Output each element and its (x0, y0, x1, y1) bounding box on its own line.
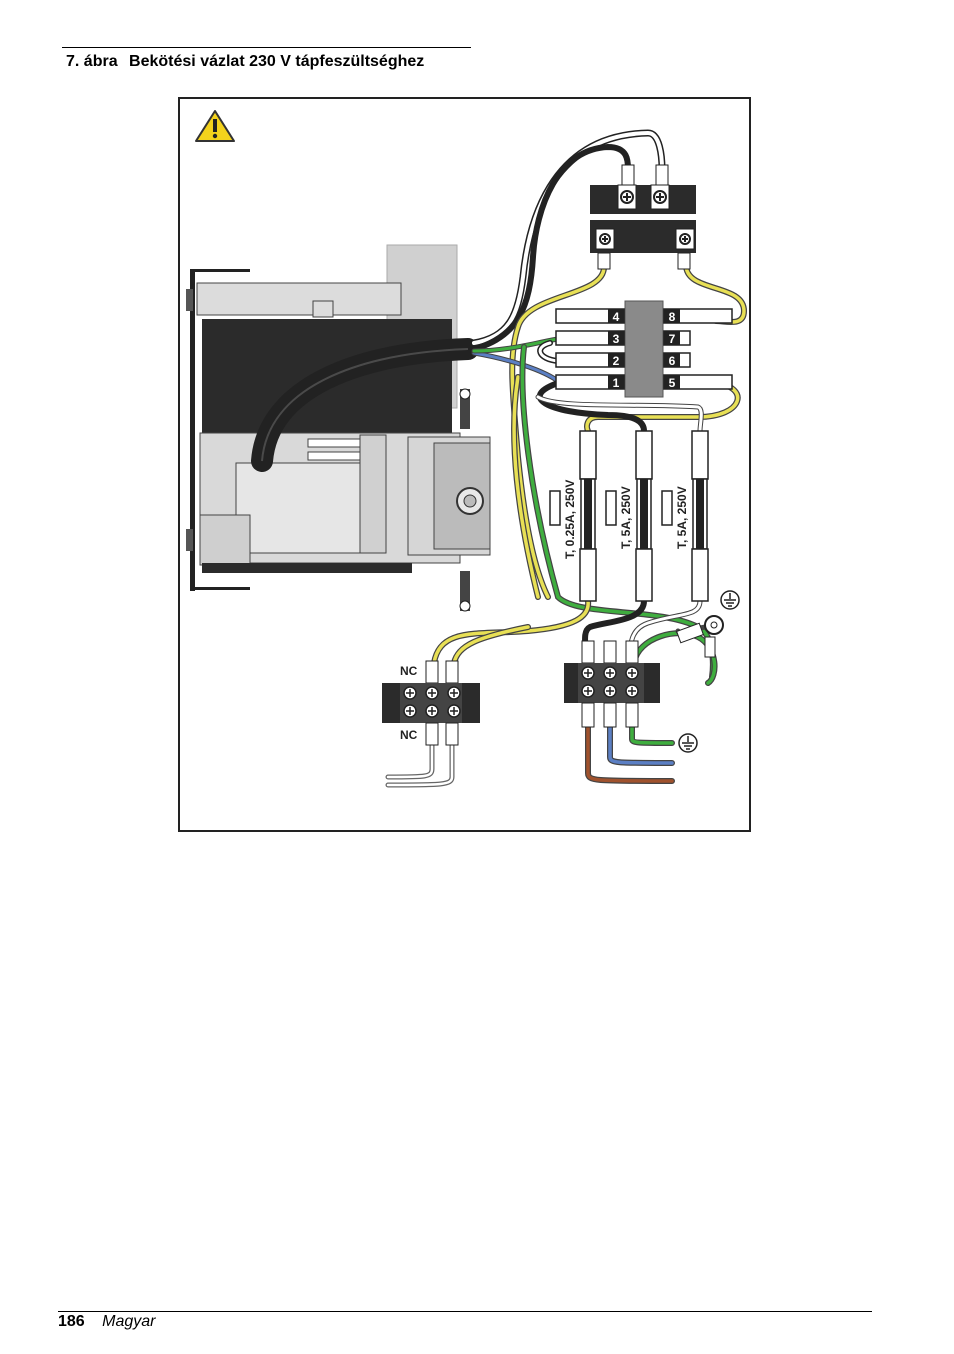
terminal-label: 4 (613, 310, 620, 324)
fuse-2: T, 5A, 250V (605, 430, 653, 602)
terminal-label: 3 (613, 332, 620, 346)
relay-label-top: NC (400, 664, 418, 678)
page-number: 186 (58, 1313, 85, 1330)
terminal-label: 6 (669, 354, 676, 368)
terminal-label: 7 (669, 332, 676, 346)
transformer-terminals-right: 8 7 6 5 (663, 308, 733, 390)
ground-symbol-icon (720, 590, 740, 610)
device-enclosure (186, 244, 491, 612)
fuse-rating-label: T, 5A, 250V (675, 486, 689, 549)
figure-title: Bekötési vázlat 230 V tápfeszültséghez (129, 53, 425, 70)
fuse-rating-label: T, 5A, 250V (619, 486, 633, 549)
terminal-label: 5 (669, 376, 676, 390)
top-switch-block (590, 164, 696, 270)
relay-terminal-block: NC NC (382, 660, 480, 746)
fuse-holders: T, 0.25A, 250V T, 5A, 250V T, 5A, 250V (549, 430, 709, 602)
terminal-label: 1 (613, 376, 620, 390)
page-footer: 186 Magyar (58, 1313, 156, 1331)
footer-language: Magyar (102, 1313, 156, 1330)
fuse-rating-label: T, 0.25A, 250V (563, 480, 577, 559)
ground-symbol-icon (678, 733, 698, 753)
caption-top-rule (62, 47, 471, 48)
terminal-label: 2 (613, 354, 620, 368)
warning-triangle-icon (195, 110, 235, 142)
mains-terminal-block (564, 640, 660, 728)
ground-ring-lug (676, 615, 724, 658)
fuse-1: T, 0.25A, 250V (549, 430, 597, 602)
transformer: 4 3 2 1 8 7 6 5 (555, 300, 733, 398)
footer-rule (58, 1311, 872, 1312)
transformer-terminals-left: 4 3 2 1 (555, 308, 625, 390)
wiring (385, 129, 748, 788)
relay-label-bottom: NC (400, 728, 418, 742)
terminal-label: 8 (669, 310, 676, 324)
wiring-diagram: 4 3 2 1 8 7 6 5 T, 0.25A, 250V (178, 97, 751, 832)
figure-caption: 7. ábra Bekötési vázlat 230 V tápfeszült… (66, 53, 424, 71)
fuse-3: T, 5A, 250V (661, 430, 709, 602)
figure-number: 7. ábra (66, 53, 118, 70)
